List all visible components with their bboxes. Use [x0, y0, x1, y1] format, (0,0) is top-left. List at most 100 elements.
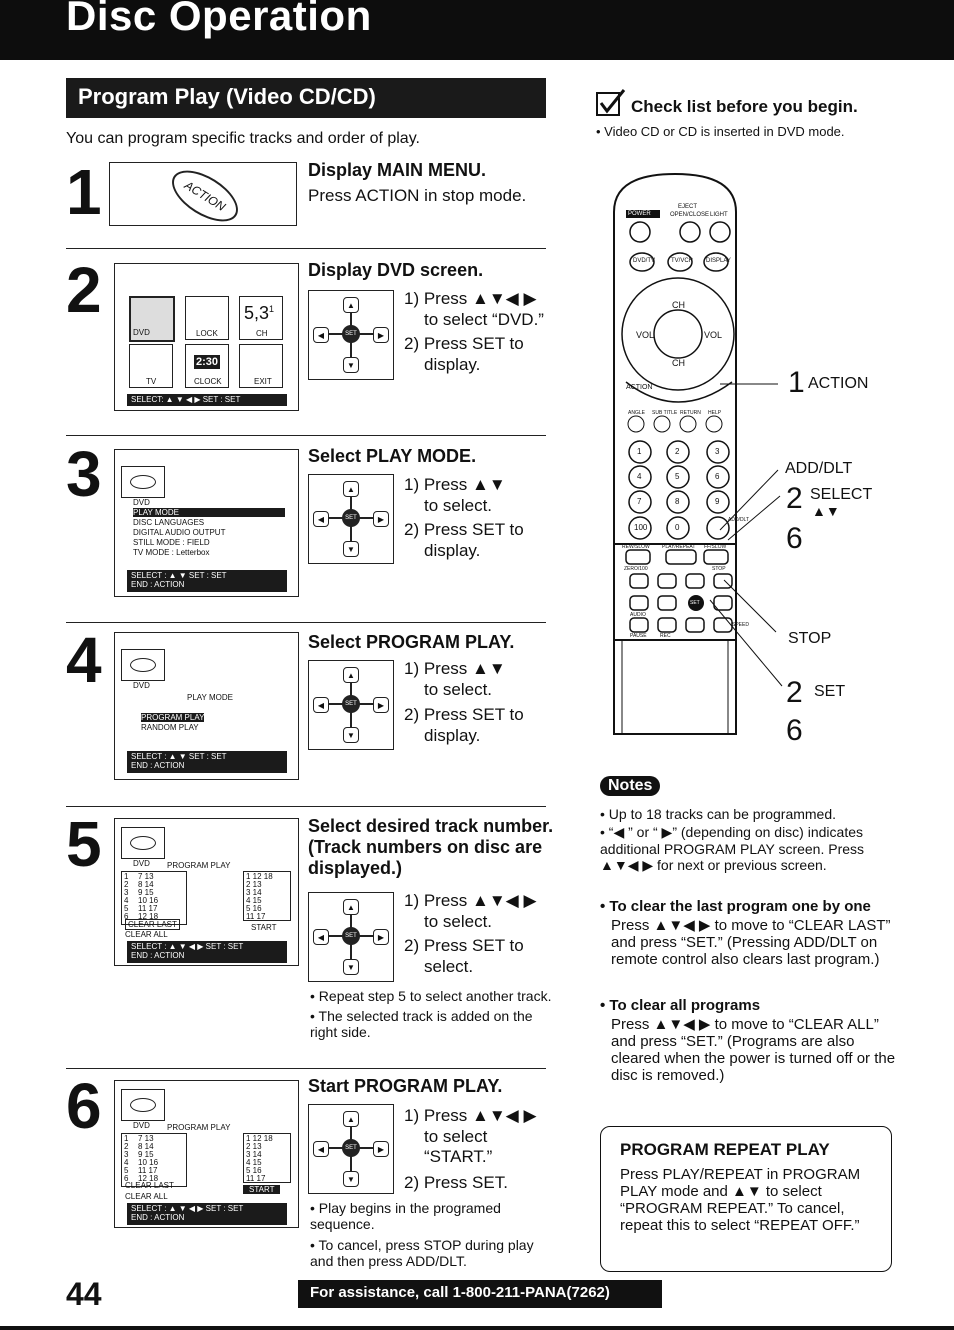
callout-set: SET: [814, 683, 846, 700]
ff-label: FF/SLOW: [704, 544, 727, 550]
note-item: • “◀ ” or “ ▶” (depending on disc) indic…: [600, 824, 865, 873]
key-5: 5: [675, 472, 680, 481]
action-button-label: ACTION: [626, 384, 653, 391]
key-4: 4: [637, 472, 642, 481]
bottom-rule: [0, 1326, 954, 1330]
callout-select-arrows: ▲▼: [812, 503, 840, 519]
step6-bullet: • Play begins in the programed sequence.: [310, 1200, 501, 1232]
add-dlt-label: ADD/DLT: [728, 517, 750, 523]
play-mode-screen: DVD PLAY MODE DISC LANGUAGES DIGITAL AUD…: [114, 449, 299, 597]
clear-all-option: CLEAR ALL: [125, 930, 168, 939]
callout-step-set-from: 2: [786, 676, 803, 709]
program-repeat-box: [600, 1126, 892, 1272]
start-option: START: [251, 923, 277, 932]
note-clear-last-text: Press ▲▼◀ ▶ to move to “CLEAR LAST” and …: [611, 917, 891, 968]
pause-label: PAUSE: [630, 633, 647, 639]
disc-icon: [121, 1089, 165, 1121]
disc-icon: [121, 649, 165, 681]
step-number-6: 6: [66, 1070, 102, 1142]
step4-line3: 2) Press SET to: [404, 705, 524, 724]
play-repeat-label: PLAY/REPEAT: [662, 544, 696, 550]
step4-line1: 1) Press ▲▼: [404, 659, 506, 678]
assistance-text: For assistance, call 1-800-211-PANA(7262…: [310, 1284, 610, 1301]
divider: [66, 806, 546, 807]
set-button-label: SET: [690, 600, 700, 606]
checklist-title: Check list before you begin.: [631, 97, 858, 116]
section-bar: [66, 78, 546, 118]
step3-line1: 1) Press ▲▼: [404, 475, 506, 494]
vol-left-label: VOL: [636, 330, 655, 340]
page-number: 44: [66, 1276, 102, 1312]
rew-label: REW/SLOW: [622, 544, 650, 550]
divider: [66, 248, 546, 249]
program-repeat-text: Press PLAY/REPEAT in PROGRAM PLAY mode a…: [620, 1166, 861, 1234]
page-title: Disc Operation: [66, 0, 372, 39]
notes-badge: Notes: [600, 776, 661, 796]
callout-action: ACTION: [808, 375, 869, 392]
checkbox-icon: [596, 88, 626, 116]
audio-label: AUDIO: [630, 612, 646, 618]
step6-line3: “START.”: [424, 1147, 493, 1166]
step5-line3: 2) Press SET to: [404, 936, 524, 955]
key-100: 100: [634, 523, 648, 532]
power-button-label: POWER: [628, 211, 651, 217]
clear-last-option: CLEAR LAST: [125, 1181, 174, 1190]
step-number-3: 3: [66, 438, 102, 510]
osd-row-selected: PLAY MODE: [133, 508, 285, 517]
step5-bullet: • The selected track is added on the rig…: [310, 1008, 533, 1040]
callout-stop: STOP: [788, 630, 832, 647]
remote-dpad-icon: ▲ ▼ ◀ ▶ SET: [308, 290, 394, 380]
callout-step-select-to: 6: [786, 522, 803, 555]
zero-label: ZERO/100: [624, 566, 648, 572]
program-repeat-title: PROGRAM REPEAT PLAY: [620, 1140, 830, 1159]
divider: [66, 435, 546, 436]
step5-heading: Select desired track number. (Track numb…: [308, 816, 554, 878]
note-item: • Up to 18 tracks can be programmed.: [600, 806, 837, 822]
title-bar: [0, 0, 954, 60]
callout-step-action: 1: [788, 366, 805, 399]
display-label: DISPLAY: [706, 258, 731, 264]
step-number-1: 1: [66, 156, 102, 228]
step2-line1: 1) Press ▲▼◀ ▶: [404, 289, 537, 308]
dvd-menu-icon: DVD: [129, 296, 175, 342]
key-7: 7: [637, 497, 642, 506]
action-button-icon: ACTION: [163, 160, 247, 232]
step4-heading: Select PROGRAM PLAY.: [308, 632, 515, 652]
callout-lines: [709, 383, 783, 687]
step5-bullet: • Repeat step 5 to select another track.: [310, 988, 552, 1004]
step2-heading: Display DVD screen.: [308, 260, 484, 280]
step6-line2: to select: [424, 1127, 488, 1146]
footer-bar: [298, 1280, 662, 1308]
start-option-selected: START: [243, 1185, 281, 1194]
remote-dpad-icon: ▲ ▼ ◀ ▶ SET: [308, 474, 394, 564]
checklist-item: • Video CD or CD is inserted in DVD mode…: [596, 124, 845, 139]
callout-step-set-to: 6: [786, 714, 803, 747]
step-number-5: 5: [66, 808, 102, 880]
clear-all-option: CLEAR ALL: [125, 1192, 168, 1201]
callout-step-select-from: 2: [786, 482, 803, 515]
return-label: RETURN: [680, 410, 701, 416]
step6-bullet: • To cancel, press STOP during play and …: [310, 1237, 534, 1269]
key-8: 8: [675, 497, 680, 506]
step1-heading: Display MAIN MENU.: [308, 160, 487, 180]
note-clear-last-title: • To clear the last program one by one: [600, 898, 871, 915]
remote-dpad-icon: ▲ ▼ ◀ ▶ SET: [308, 1104, 394, 1194]
step1-image: ACTION: [109, 160, 297, 232]
remote-dpad-icon: ▲ ▼ ◀ ▶ SET: [308, 892, 394, 982]
step5-line4: select.: [424, 957, 474, 976]
step6-heading: Start PROGRAM PLAY.: [308, 1076, 503, 1096]
tv-vcr-label: TV/VCR: [671, 258, 694, 264]
eject-button-label: EJECT: [678, 204, 698, 210]
track-list-right: 1 12 18 2 13 3 14 4 15 5 16 11 17: [243, 1133, 291, 1183]
step4-line4: display.: [424, 726, 481, 745]
remote-dpad-icon: ▲ ▼ ◀ ▶ SET: [308, 660, 394, 750]
stop-button-label: STOP: [712, 566, 726, 572]
